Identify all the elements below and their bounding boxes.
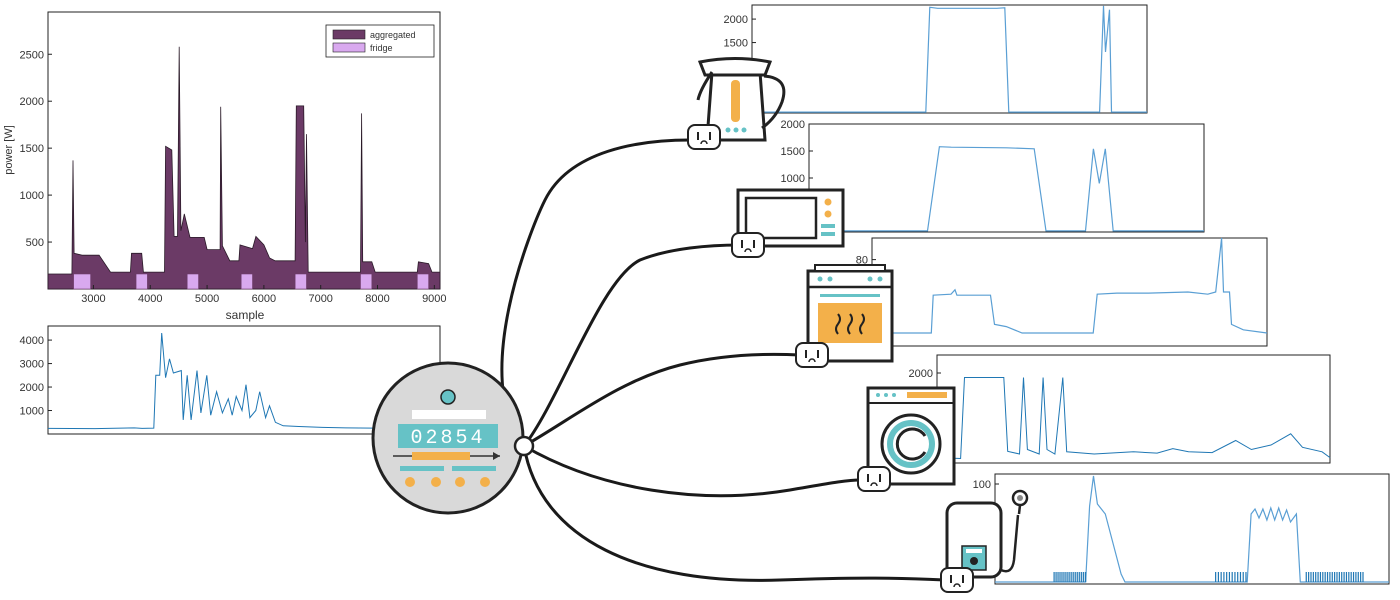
fridge-segment <box>240 273 253 290</box>
x-axis-ticks: 3000 4000 5000 6000 7000 8000 9000 <box>81 285 447 305</box>
meter-dot-1 <box>405 477 415 487</box>
meter-bar-left <box>400 466 444 471</box>
x-tick-label: 6000 <box>252 293 276 305</box>
kettle-y-axis-ticks: 1500 2000 <box>724 14 756 50</box>
y-tick-label: 1500 <box>781 146 805 158</box>
y-axis-label: power [W] <box>3 125 15 175</box>
meter-dot-4 <box>480 477 490 487</box>
aggregated-chart: 3000 4000 5000 6000 7000 8000 9000 500 1000 1500… <box>3 11 447 322</box>
y-tick-label: 1500 <box>20 143 44 155</box>
fridge-segment <box>416 273 429 290</box>
heater-signal-line <box>995 475 1389 583</box>
fridge-segment <box>73 273 91 290</box>
heater-chart-frame <box>994 473 1390 585</box>
cable-oven <box>523 352 801 448</box>
meter-dot-2 <box>431 477 441 487</box>
fridge-segment <box>294 273 307 290</box>
kettle-chart: 1500 2000 <box>724 4 1148 114</box>
y-tick-label: 1000 <box>20 406 44 418</box>
legend-swatch-aggregated <box>332 29 366 40</box>
y-tick-label: 2000 <box>724 14 748 26</box>
meter-label-plate <box>412 410 486 419</box>
cable-washer <box>523 444 861 498</box>
y-axis-ticks: 500 1000 1500 2000 2500 <box>20 49 52 249</box>
washer-chart-frame <box>936 354 1331 464</box>
y-tick-label: 2000 <box>20 382 44 394</box>
aggregated-chart-frame <box>47 11 441 290</box>
microwave-signal-line <box>809 146 1204 232</box>
x-tick-label: 4000 <box>138 293 162 305</box>
meter-dot-3 <box>455 477 465 487</box>
x-tick-label: 3000 <box>81 293 105 305</box>
outlet-washer-icon <box>857 466 891 492</box>
fridge-series <box>73 273 429 290</box>
water-heater-chart: 100 <box>973 473 1390 585</box>
legend-swatch-fridge <box>332 42 366 53</box>
y-tick-label: 2000 <box>909 368 933 380</box>
kettle-chart-frame <box>751 4 1148 114</box>
washing-machine-icon <box>866 386 956 486</box>
cable-kettle <box>500 138 691 447</box>
y-tick-label: 2500 <box>20 49 44 61</box>
cables <box>500 138 946 582</box>
y-tick-label: 3000 <box>20 359 44 371</box>
y-tick-label: 1000 <box>20 190 44 202</box>
x-tick-label: 7000 <box>308 293 332 305</box>
oven-signal-line <box>872 237 1268 334</box>
fridge-segment <box>360 273 373 290</box>
x-axis-label: sample <box>226 308 265 322</box>
kettle-signal-line <box>752 5 1147 113</box>
washer-y-axis-ticks: 2000 <box>909 368 941 380</box>
oven-chart: 80 <box>856 237 1268 347</box>
legend-label-fridge: fridge <box>370 43 393 53</box>
cable-heater <box>522 445 946 582</box>
aggregated-area <box>47 46 441 290</box>
heater-y-axis-ticks: 100 <box>973 479 999 491</box>
meter-arrow-icon <box>493 452 500 460</box>
mains-signal-line <box>47 332 441 430</box>
y-tick-label: 80 <box>856 255 868 267</box>
outlet-heater-icon <box>940 567 974 593</box>
y-tick-label: 500 <box>26 237 44 249</box>
y-tick-label: 2000 <box>781 119 805 131</box>
chart-legend: aggregated fridge <box>325 24 435 58</box>
oven-chart-frame <box>871 237 1268 347</box>
y-tick-label: 1000 <box>781 173 805 185</box>
legend-label-aggregated: aggregated <box>370 30 416 40</box>
meter-progress-bar <box>412 452 470 460</box>
kettle-icon <box>696 57 786 142</box>
x-tick-label: 8000 <box>365 293 389 305</box>
outlet-microwave-icon <box>731 232 765 258</box>
fridge-segment <box>135 273 148 290</box>
outlet-kettle-icon <box>687 124 721 150</box>
cable-microwave <box>522 243 741 447</box>
washing-machine-chart: 2000 <box>909 354 1331 464</box>
meter-output-port <box>513 435 535 457</box>
fridge-segment <box>186 273 199 290</box>
mains-y-axis-ticks: 1000 2000 3000 4000 <box>20 335 52 418</box>
water-heater-icon <box>945 489 1029 579</box>
x-tick-label: 5000 <box>195 293 219 305</box>
meter-led-icon <box>440 389 456 405</box>
y-tick-label: 100 <box>973 479 991 491</box>
oven-y-axis-ticks: 80 <box>856 255 876 267</box>
meter-reading: 02854 <box>410 427 485 450</box>
x-tick-label: 9000 <box>422 293 446 305</box>
outlet-oven-icon <box>795 342 829 368</box>
meter-bar-right <box>452 466 496 471</box>
meter-display <box>398 424 498 448</box>
y-tick-label: 1500 <box>724 38 748 50</box>
y-tick-label: 2000 <box>20 96 44 108</box>
microwave-chart-frame <box>808 123 1205 233</box>
washer-signal-line <box>936 377 1331 460</box>
heater-spikes <box>1053 572 1364 582</box>
smart-meter: 02854 <box>371 361 535 515</box>
y-tick-label: 4000 <box>20 335 44 347</box>
